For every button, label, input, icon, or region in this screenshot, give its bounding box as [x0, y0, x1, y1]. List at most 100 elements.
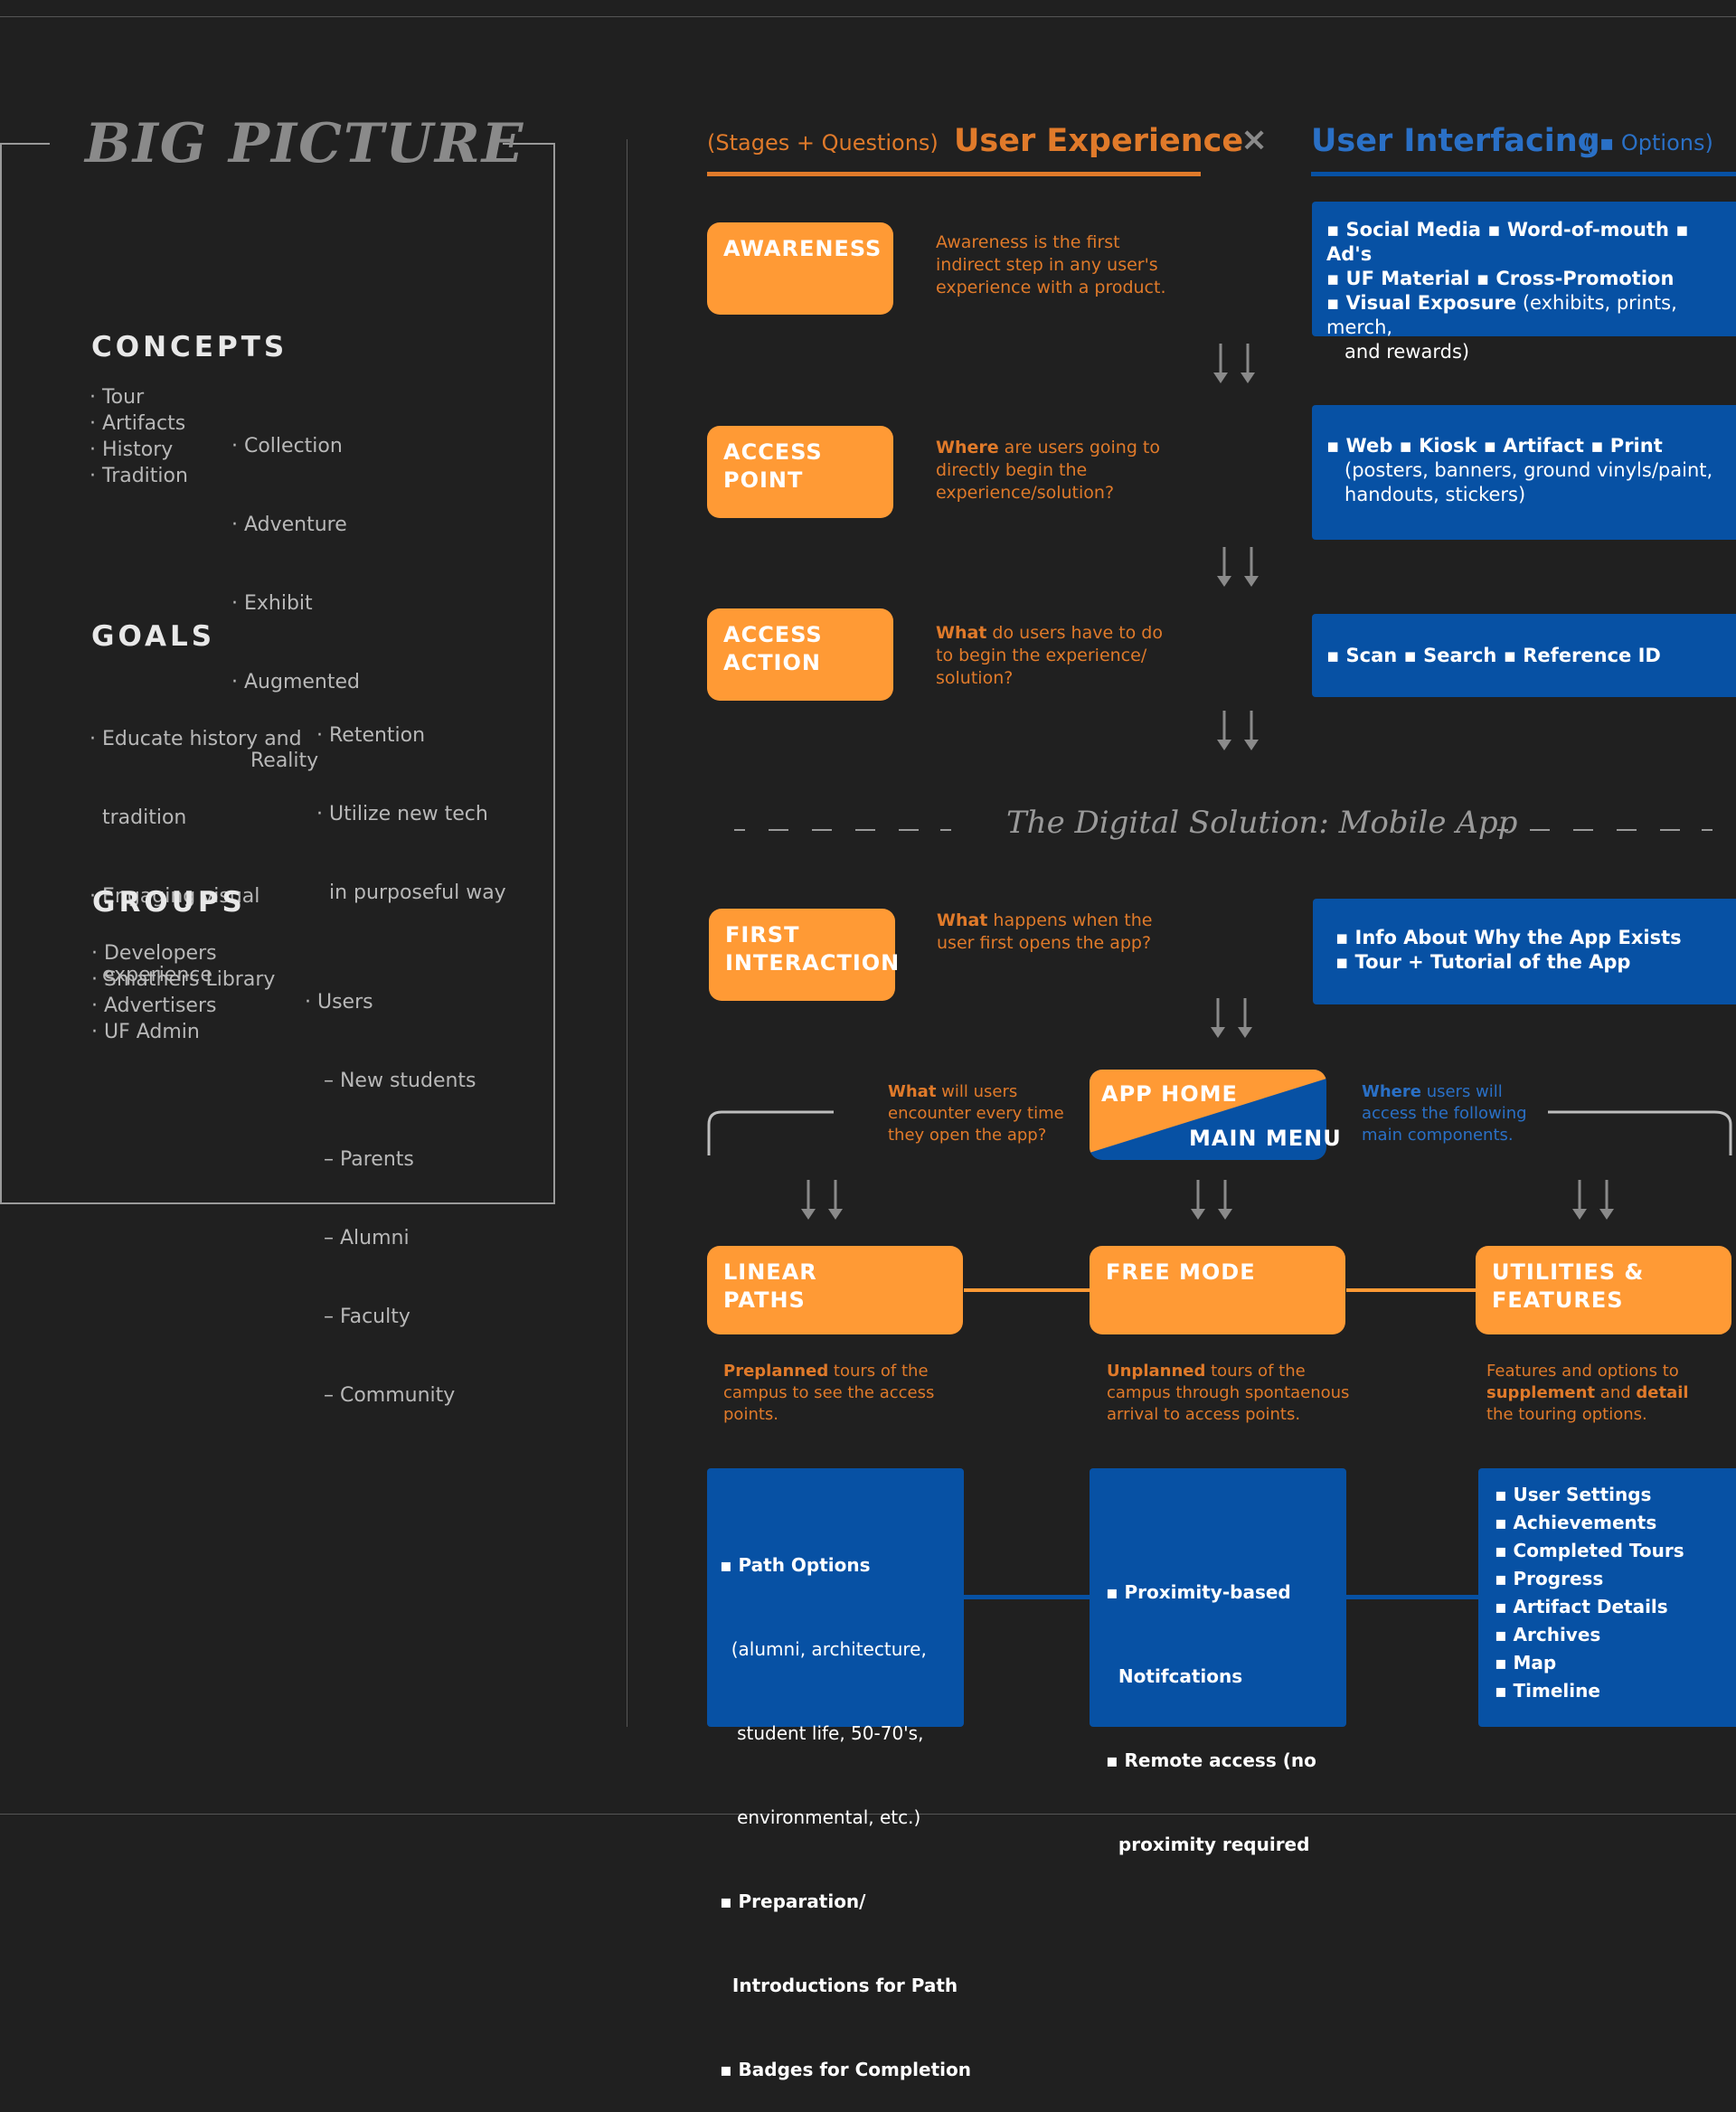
dash-line-right [1497, 829, 1712, 831]
linear-paths-features: ▪ Path Options (alumni, architecture, st… [707, 1468, 971, 2080]
question-text: users will access the following main com… [1362, 1082, 1527, 1145]
list-item: · Collection [231, 435, 343, 457]
question-bold: What [937, 910, 988, 930]
feature-line: (alumni, architecture, [720, 1638, 927, 1660]
list-item: · Engaging visual [90, 885, 260, 908]
connector-orange-2 [1346, 1288, 1477, 1292]
goals-title: GOALS [91, 620, 216, 653]
desc-text: tours of the campus through spontaenous … [1107, 1362, 1350, 1424]
stage-label: ACCESS ACTION [723, 622, 823, 675]
ux-underline [707, 172, 1201, 176]
first-interaction-options: ▪ Info About Why the App Exists ▪ Tour +… [1313, 899, 1736, 1004]
connector-orange-1 [964, 1288, 1090, 1292]
bracket-left [707, 1110, 834, 1155]
stages-label: (Stages + Questions) [707, 130, 939, 156]
list-item: · Tradition [90, 465, 188, 487]
big-picture-panel [0, 144, 555, 1204]
feature-line: ▪ Archives [1495, 1624, 1601, 1645]
user-interfacing-title: User Interfacing [1311, 123, 1600, 159]
feature-line: environmental, etc.) [720, 1806, 921, 1828]
groups-list-1: · Developers · Smathers Library · Advert… [91, 940, 275, 1045]
app-home-left-question: What will users encounter every time the… [888, 1081, 1069, 1146]
option-line: ▪ Info About Why the App Exists [1335, 927, 1682, 948]
stage-label: FIRST INTERACTION [725, 922, 901, 976]
list-item: · Developers [91, 942, 217, 965]
list-item: – Alumni [305, 1227, 410, 1249]
free-mode-description: Unplanned tours of the campus through sp… [1107, 1361, 1351, 1426]
stage-access-action: ACCESS ACTION [707, 608, 893, 701]
app-home-main-menu-box [1090, 1070, 1326, 1160]
concepts-list-2: · Collection · Adventure · Exhibit · Aug… [231, 381, 360, 800]
feature-line: proximity required [1106, 1834, 1310, 1855]
app-home-label: APP HOME [1101, 1081, 1238, 1107]
panel-border-right [503, 143, 555, 145]
main-menu-label: MAIN MENU [1189, 1126, 1342, 1151]
double-down-arrow-icon [1217, 711, 1259, 750]
desc-bold: Unplanned [1107, 1362, 1206, 1381]
feature-line: ▪ Remote access (no [1106, 1749, 1316, 1771]
option-detail: (posters, banners, ground vinyls/paint, [1326, 459, 1713, 481]
bracket-right [1548, 1110, 1732, 1155]
option-line: ▪ Scan ▪ Search ▪ Reference ID [1326, 645, 1661, 666]
awareness-question: Awareness is the first indirect step in … [936, 231, 1171, 299]
double-down-arrow-icon [1217, 547, 1259, 587]
feature-line: ▪ Proximity-based [1106, 1581, 1291, 1603]
option-line: ▪ Web ▪ Kiosk ▪ Artifact ▪ Print [1326, 435, 1663, 457]
times-icon: × [1241, 121, 1269, 158]
digital-solution-title: The Digital Solution: Mobile App [1006, 805, 1518, 841]
bottom-divider [0, 1814, 1736, 1815]
question-text: will users encounter every time they ope… [888, 1082, 1064, 1145]
feature-line: student life, 50-70's, [720, 1722, 924, 1744]
concepts-list-1: · Tour · Artifacts · History · Tradition [90, 384, 188, 489]
list-item: experience [90, 964, 212, 986]
top-divider [0, 16, 1736, 17]
feature-line: ▪ Timeline [1495, 1680, 1600, 1702]
list-item: tradition [90, 806, 187, 829]
dash-line-left [734, 829, 951, 831]
feature-line: ▪ User Settings [1495, 1484, 1652, 1505]
connector-blue-1 [964, 1595, 1090, 1599]
access-action-question: What do users have to do to begin the ex… [936, 622, 1180, 690]
feature-line: Introductions for Path [720, 1975, 958, 1996]
access-point-question: Where are users going to directly begin … [936, 437, 1171, 504]
option-line: ▪ Social Media ▪ Word-of-mouth ▪ Ad's [1326, 219, 1689, 265]
list-item: · Smathers Library [91, 968, 276, 991]
mode-label: FREE MODE [1106, 1259, 1256, 1285]
feature-line: Notifcations [1106, 1665, 1243, 1687]
utilities-features: ▪ User Settings ▪ Achievements ▪ Complet… [1478, 1468, 1736, 1727]
double-down-arrow-icon [801, 1180, 843, 1220]
groups-title: GROUPS [92, 886, 246, 919]
list-item: – New students [305, 1070, 476, 1092]
double-down-arrow-icon [1213, 344, 1255, 383]
list-item: · Augmented [231, 671, 360, 693]
desc-bold: Preplanned [723, 1362, 829, 1381]
options-label: ( ▪ Options) [1584, 130, 1713, 156]
list-item: – Community [305, 1384, 456, 1407]
free-mode-box: FREE MODE [1090, 1246, 1345, 1334]
groups-list-2: · Users – New students – Parents – Alumn… [305, 937, 476, 1435]
list-item: · Adventure [231, 514, 347, 536]
question-bold: What [936, 623, 987, 643]
free-mode-features: ▪ Proximity-based Notifcations ▪ Remote … [1090, 1468, 1346, 1855]
mode-label: LINEAR PATHS [723, 1259, 817, 1313]
user-experience-title: User Experience [954, 123, 1244, 159]
option-detail: handouts, stickers) [1326, 484, 1526, 505]
list-item: Reality [231, 750, 319, 772]
option-detail: and rewards) [1326, 341, 1470, 363]
first-interaction-question: What happens when the user first opens t… [937, 910, 1190, 955]
mode-label: UTILITIES & FEATURES [1492, 1259, 1645, 1313]
list-item: – Parents [305, 1148, 414, 1171]
stage-awareness: AWARENESS [707, 222, 893, 315]
list-item: · Tour [90, 386, 145, 409]
list-item: · Advertisers [91, 995, 217, 1017]
big-picture-title: BIG PICTURE [85, 112, 525, 175]
ui-underline [1311, 172, 1736, 176]
utilities-features-box: UTILITIES & FEATURES [1476, 1246, 1731, 1334]
stage-label: AWARENESS [723, 236, 882, 261]
goals-list-2: · Retention · Utilize new tech in purpos… [316, 670, 506, 932]
concepts-title: CONCEPTS [91, 331, 288, 363]
list-item: · Artifacts [90, 412, 186, 435]
option-line: ▪ Tour + Tutorial of the App [1335, 951, 1631, 973]
question-text: are users going to directly begin the ex… [936, 438, 1161, 503]
double-down-arrow-icon [1191, 1180, 1232, 1220]
